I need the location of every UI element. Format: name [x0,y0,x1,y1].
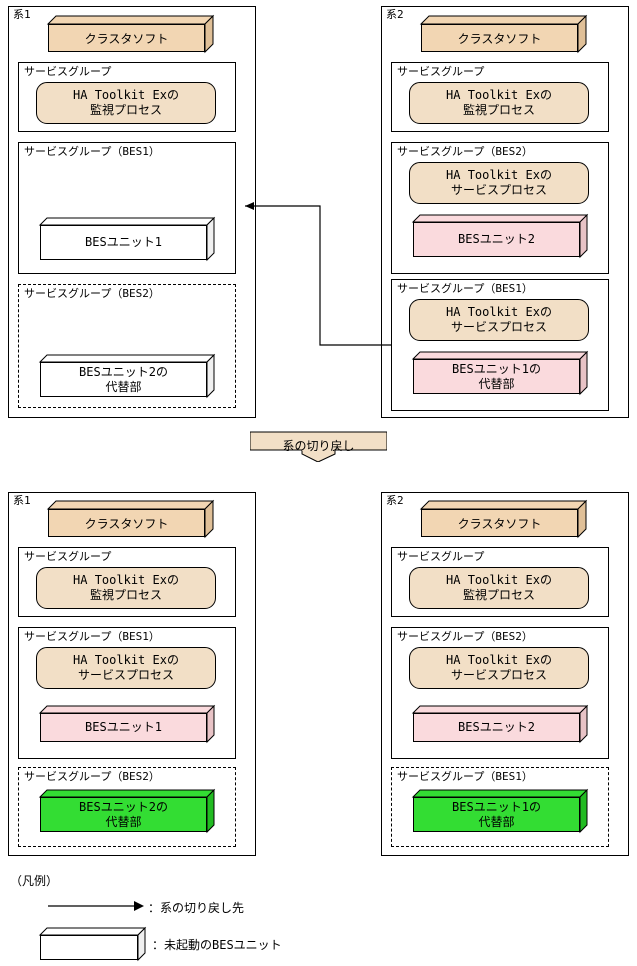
top-system1-box: 系1 [8,6,256,418]
top-system2-cluster-block: クラスタソフト [419,14,588,54]
bottom-system1-sg-monitor: サービスグループ [18,547,236,617]
top-system1-bes-unit2-substitute: BESユニット2の 代替部 [38,353,216,399]
bottom-system1-sg-bes2: サービスグループ（BES2） [18,767,236,847]
bottom-system2-bes-unit2-label: BESユニット2 [413,713,580,742]
bottom-system1-monitor-process: HA Toolkit Exの 監視プロセス [36,567,216,609]
unit-3d-edges [38,926,147,962]
bottom-system2-sg-bes1-label: サービスグループ（BES1） [397,770,533,783]
legend-box-face [40,935,138,960]
bottom-system2-sg-bes1: サービスグループ（BES1） [391,767,609,847]
bottom-system1-bes-unit2-substitute-label: BESユニット2の 代替部 [40,797,207,832]
top-system1-sg-bes2: サービスグループ（BES2） [18,284,236,408]
unit-3d-edges [38,788,216,834]
bottom-system2-label: 系2 [386,494,404,507]
top-system2-cluster-label: クラスタソフト [421,24,578,52]
failback-banner: 系の切り戻し [250,428,387,462]
top-system2-bes-unit1-substitute: BESユニット1の 代替部 [411,350,589,396]
bottom-system2-bes-unit2: BESユニット2 [411,704,589,744]
top-system2-sg-bes1: サービスグループ（BES1） [391,279,609,411]
bottom-system1-sg-bes1: サービスグループ（BES1） [18,627,236,759]
top-system1-bes-unit1-label: BESユニット1 [40,225,207,260]
top-system1-cluster-label: クラスタソフト [48,24,205,52]
bottom-system1-sg-monitor-label: サービスグループ [24,550,112,563]
bottom-system2-bes-unit1-substitute-label: BESユニット1の 代替部 [413,797,580,832]
bottom-system2-cluster-block: クラスタソフト [419,499,588,539]
legend-arrow-text: ：系の切り戻し先 [148,901,245,915]
top-system1-cluster-block: クラスタソフト [46,14,215,54]
unit-3d-edges [38,216,216,262]
top-system2-bes-unit2: BESユニット2 [411,213,589,259]
unit-3d-edges [411,213,589,259]
bottom-system1-label: 系1 [13,494,31,507]
top-system1-bes-unit2-substitute-label: BESユニット2の 代替部 [40,362,207,397]
top-system2-sg-monitor: サービスグループ [391,62,609,132]
top-system1-label: 系1 [13,8,31,21]
bottom-system2-monitor-process: HA Toolkit Exの 監視プロセス [409,567,589,609]
top-system2-bes-unit2-label: BESユニット2 [413,222,580,257]
top-system1-sg-monitor: サービスグループ [18,62,236,132]
top-system2-label: 系2 [386,8,404,21]
bottom-system1-bes-unit2-substitute: BESユニット2の 代替部 [38,788,216,834]
failback-banner-label: 系の切り戻し [282,438,355,453]
top-system1-sg-bes1: サービスグループ（BES1） [18,142,236,274]
top-system2-bes-unit1-substitute-label: BESユニット1の 代替部 [413,359,580,394]
bottom-system2-sg-bes2-label: サービスグループ（BES2） [397,630,533,643]
cube-3d-edges [46,499,215,539]
bottom-system2-sg-bes2: サービスグループ（BES2） [391,627,609,759]
top-system1-bes-unit1: BESユニット1 [38,216,216,262]
bottom-system2-sg-monitor-label: サービスグループ [397,550,485,563]
legend-box-icon [38,926,147,962]
top-system2-monitor-process: HA Toolkit Exの 監視プロセス [409,82,589,124]
top-system1-sg-bes2-label: サービスグループ（BES2） [24,287,160,300]
top-system2-sg-bes1-label: サービスグループ（BES1） [397,282,533,295]
top-system1-sg-monitor-label: サービスグループ [24,65,112,78]
bottom-system1-cluster-block: クラスタソフト [46,499,215,539]
top-system2-bes2-service-process: HA Toolkit Exの サービスプロセス [409,162,589,204]
bottom-system1-bes1-service-process: HA Toolkit Exの サービスプロセス [36,647,216,689]
bottom-system2-bes-unit1-substitute: BESユニット1の 代替部 [411,788,589,834]
bottom-system1-bes-unit1: BESユニット1 [38,704,216,744]
cube-3d-edges [419,14,588,54]
legend-title: （凡例） [10,874,59,888]
bottom-system1-sg-bes2-label: サービスグループ（BES2） [24,770,160,783]
top-system2-sg-bes2-label: サービスグループ（BES2） [397,145,533,158]
bottom-system2-sg-monitor: サービスグループ [391,547,609,617]
top-system1-monitor-process: HA Toolkit Exの 監視プロセス [36,82,216,124]
top-system1-sg-bes1-label: サービスグループ（BES1） [24,145,160,158]
bottom-system2-cluster-label: クラスタソフト [421,509,578,537]
top-system2-sg-bes2: サービスグループ（BES2） [391,142,609,274]
top-system2-box: 系2 [381,6,629,418]
bottom-system2-bes2-service-process: HA Toolkit Exの サービスプロセス [409,647,589,689]
top-system2-bes1-service-process: HA Toolkit Exの サービスプロセス [409,299,589,341]
unit-3d-edges [411,350,589,396]
unit-3d-edges [38,353,216,399]
bottom-system1-bes-unit1-label: BESユニット1 [40,713,207,742]
top-system2-sg-monitor-label: サービスグループ [397,65,485,78]
banner-arrow-shape [250,431,387,462]
bottom-system1-sg-bes1-label: サービスグループ（BES1） [24,630,160,643]
bottom-system1-cluster-label: クラスタソフト [48,509,205,537]
legend-box-text: ：未起動のBESユニット [152,938,282,952]
